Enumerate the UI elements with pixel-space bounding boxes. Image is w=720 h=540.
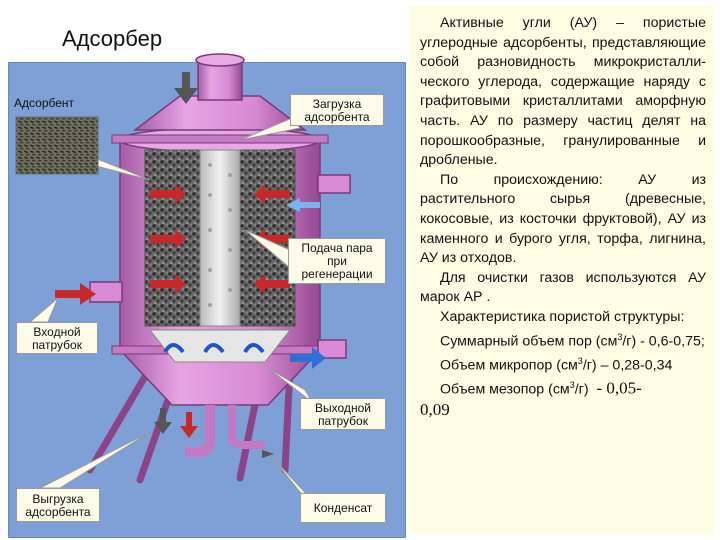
label-adsorbent: Адсорбент xyxy=(14,96,75,110)
inlet-arrow xyxy=(55,283,96,305)
top-cone xyxy=(132,95,308,131)
condensate-arrow xyxy=(262,450,274,458)
paragraph-mesopore-volume: Объем мезопор (см3/г) - 0,05-0,09 xyxy=(420,378,642,420)
description-text: Активные угли (АУ) – пористые углеродные… xyxy=(410,6,714,534)
steam-arrow xyxy=(286,198,320,212)
label-condensate: Конденсат xyxy=(300,493,386,523)
central-tube xyxy=(199,149,241,327)
paragraph-definition: Активные угли (АУ) – пористые углеродные… xyxy=(420,15,706,169)
flow-arrows-bottom xyxy=(163,343,265,354)
side-nozzles xyxy=(89,174,351,359)
red-arrow-bottom xyxy=(180,412,198,438)
paragraph-total-volume: Суммарный объем пор (см3/г) - 0,6-0,75; xyxy=(440,331,705,350)
paragraph-origin: По происхождению: АУ из растительного сы… xyxy=(420,171,706,267)
slide-title: Адсорбер xyxy=(62,26,163,51)
paragraph-structure-heading: Характеристика пористой структуры: xyxy=(440,308,685,325)
adsorbent-photo xyxy=(15,116,99,175)
paragraph-gas-cleaning: Для очистки газов используются АУ марок … xyxy=(420,269,706,306)
bottom-outlet-pipe xyxy=(185,405,215,457)
paragraph-micropore-volume: Объем микропор (см3/г) – 0,28-0,34 xyxy=(440,355,673,374)
outlet-arrow xyxy=(290,347,326,369)
loading-arrow xyxy=(174,72,198,104)
unloading-arrow xyxy=(154,408,172,434)
callout-pointers xyxy=(28,117,313,501)
